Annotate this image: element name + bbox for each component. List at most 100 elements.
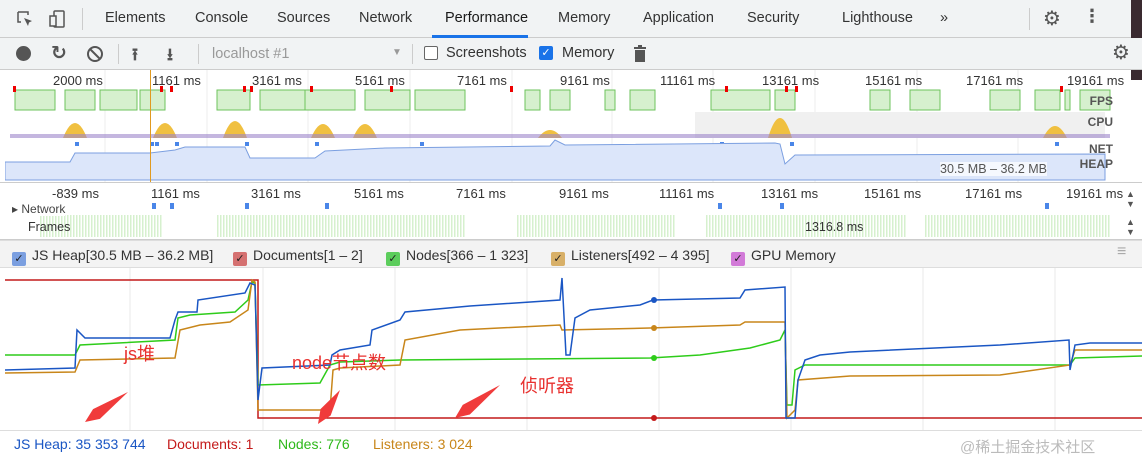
tab-security[interactable]: Security xyxy=(747,10,800,26)
frame-bar xyxy=(850,215,852,237)
frame-bar xyxy=(634,215,636,237)
tab-application[interactable]: Application xyxy=(643,10,714,26)
screenshots-checkbox[interactable] xyxy=(424,46,438,60)
tab-performance[interactable]: Performance xyxy=(445,10,529,26)
performance-toolbar: ↻ ⭱ ⭳ localhost #1 ▼ Screenshots ✓ Memor… xyxy=(0,38,1142,70)
network-request-marker xyxy=(75,142,79,146)
frame-bar xyxy=(904,215,906,237)
reload-record-icon[interactable]: ↻ xyxy=(51,43,67,64)
frame-bar xyxy=(529,215,531,237)
overview-time-label: 3161 ms xyxy=(252,73,302,88)
scroll-down-icon[interactable]: ▲▼ xyxy=(1126,217,1135,237)
net-row-label: NET xyxy=(1089,142,1113,156)
more-tabs-button[interactable]: » xyxy=(940,10,949,26)
tab-sources[interactable]: Sources xyxy=(277,10,331,26)
legend-gpu-memory[interactable]: ✓GPU Memory xyxy=(731,247,836,266)
frame-bar xyxy=(805,215,807,237)
frame-bar xyxy=(1033,215,1035,237)
frame-bar xyxy=(265,215,267,237)
tab-console[interactable]: Console xyxy=(195,10,249,26)
legend-documents[interactable]: ✓Documents[1 – 2] xyxy=(233,247,363,266)
frame-bar xyxy=(91,215,93,237)
legend-js-heap[interactable]: ✓JS Heap[30.5 MB – 36.2 MB] xyxy=(12,247,213,266)
frame-bar xyxy=(754,215,756,237)
capture-settings-gear-icon[interactable]: ⚙ xyxy=(1112,42,1130,64)
frame-bar xyxy=(115,215,117,237)
playhead-marker[interactable] xyxy=(150,70,151,182)
frame-bar xyxy=(1090,215,1092,237)
record-button[interactable] xyxy=(16,46,31,61)
frame-bar xyxy=(1000,215,1002,237)
legend-listeners[interactable]: ✓Listeners[492 – 4 395] xyxy=(551,247,710,266)
checkbox-icon[interactable]: ✓ xyxy=(731,252,745,266)
settings-gear-icon[interactable]: ⚙ xyxy=(1043,8,1061,30)
upload-profile-icon[interactable]: ⭱ xyxy=(132,45,138,64)
legend-nodes[interactable]: ✓Nodes[366 – 1 323] xyxy=(386,247,528,266)
clear-icon[interactable] xyxy=(86,45,104,63)
more-options-icon[interactable]: ⋮ xyxy=(1083,6,1101,26)
frame-bar xyxy=(58,215,60,237)
tab-memory[interactable]: Memory xyxy=(558,10,611,26)
frame-bar xyxy=(436,215,438,237)
frame-bar xyxy=(127,215,129,237)
memory-counters-chart[interactable] xyxy=(0,268,1142,430)
frame-bar xyxy=(934,215,936,237)
frame-bar xyxy=(952,215,954,237)
frame-bar xyxy=(667,215,669,237)
tab-elements[interactable]: Elements xyxy=(105,10,166,26)
frame-bar xyxy=(160,215,162,237)
hover-point-marker xyxy=(651,355,657,361)
inspect-element-icon[interactable] xyxy=(16,10,34,28)
frame-bar xyxy=(370,215,372,237)
frame-bar xyxy=(544,215,546,237)
frame-bar xyxy=(523,215,525,237)
network-track-label[interactable]: ▸ Network xyxy=(12,202,66,216)
frame-bar xyxy=(445,215,447,237)
frame-bar xyxy=(724,215,726,237)
download-profile-icon[interactable]: ⭳ xyxy=(167,45,173,64)
trash-icon[interactable] xyxy=(633,45,647,63)
tab-lighthouse[interactable]: Lighthouse xyxy=(842,10,913,26)
checkbox-icon[interactable]: ✓ xyxy=(233,252,247,266)
frame-bar xyxy=(718,215,720,237)
annotation-nodes: node节点数 xyxy=(292,353,387,373)
target-select[interactable]: localhost #1 ▼ xyxy=(205,42,410,66)
network-request-marker xyxy=(1055,142,1059,146)
frame-bar xyxy=(343,215,345,237)
device-toolbar-icon[interactable] xyxy=(48,9,68,29)
scroll-up-icon[interactable]: ▲▼ xyxy=(1126,189,1135,209)
listeners-value: Listeners: 3 024 xyxy=(373,436,473,452)
checkbox-icon[interactable]: ✓ xyxy=(386,252,400,266)
frame-time-label: 1316.8 ms xyxy=(805,220,864,234)
hamburger-menu-icon[interactable]: ≡ xyxy=(1117,243,1127,260)
frame-bar xyxy=(982,215,984,237)
frame-bar xyxy=(364,215,366,237)
ruler-time-label: 3161 ms xyxy=(251,186,301,201)
frame-bar xyxy=(604,215,606,237)
network-request-marker xyxy=(420,142,424,146)
frame-bar xyxy=(406,215,408,237)
frame-bar xyxy=(748,215,750,237)
frame-bar xyxy=(793,215,795,237)
fps-bar xyxy=(989,89,1021,111)
frame-bar xyxy=(871,215,873,237)
memory-label[interactable]: Memory xyxy=(562,45,615,61)
frame-bar xyxy=(607,215,609,237)
frame-bar xyxy=(220,215,222,237)
frame-bar xyxy=(859,215,861,237)
frame-bar xyxy=(217,215,219,237)
frame-bar xyxy=(145,215,147,237)
screenshots-label[interactable]: Screenshots xyxy=(446,45,527,61)
frame-bar xyxy=(409,215,411,237)
frame-bar xyxy=(787,215,789,237)
checkbox-icon[interactable]: ✓ xyxy=(12,252,26,266)
frame-bar xyxy=(946,215,948,237)
dropped-frame-marker xyxy=(725,86,728,92)
checkbox-icon[interactable]: ✓ xyxy=(551,252,565,266)
dropped-frame-marker xyxy=(510,86,513,92)
frames-track-label[interactable]: Frames xyxy=(28,220,71,234)
network-request-marker xyxy=(152,203,156,209)
memory-checkbox[interactable]: ✓ xyxy=(539,46,553,60)
tab-network[interactable]: Network xyxy=(359,10,413,26)
